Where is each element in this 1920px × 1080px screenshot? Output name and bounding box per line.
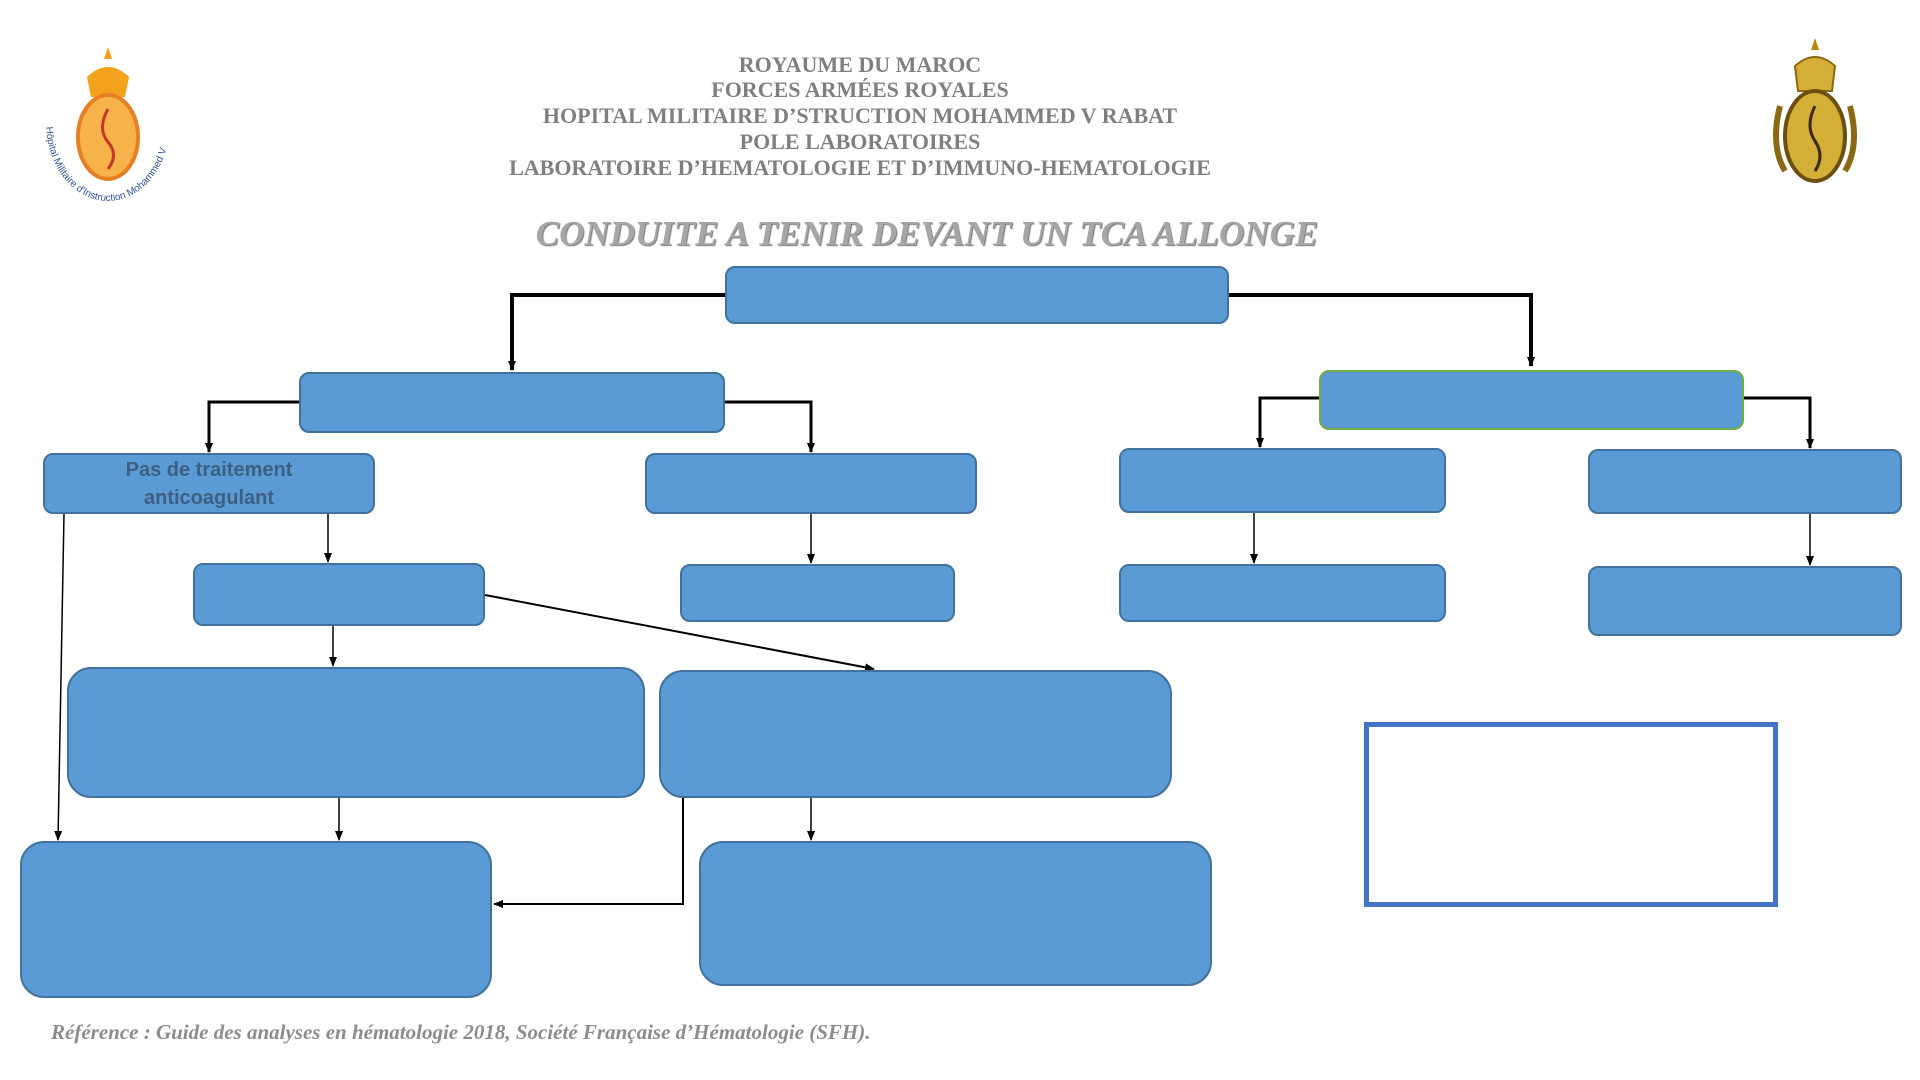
level5-l-box: [699, 841, 1212, 986]
level3-h-box: [1588, 566, 1902, 636]
connector-a-k: [54, 513, 65, 841]
header-line-4: POLE LABORATOIRES: [739, 129, 981, 154]
connector-l-b: [725, 400, 815, 453]
root-box: [725, 266, 1229, 324]
connector-r-d: [1744, 396, 1814, 449]
header-line-2: FORCES ARMÉES ROYALES: [711, 77, 1009, 102]
royal-emblem-right: [1773, 38, 1857, 183]
right-branch-box: [1319, 370, 1744, 430]
level3-e-box: [193, 563, 485, 626]
note-box: [1364, 722, 1778, 907]
left-branch-child-box: [645, 453, 977, 514]
header-line-5: LABORATOIRE D’HEMATOLOGIE ET D’IMMUNO-HE…: [509, 155, 1211, 180]
reference-text: Référence : Guide des analyses en hémato…: [51, 1020, 871, 1044]
connector-r-c: [1256, 396, 1319, 448]
connector-root-right: [1229, 293, 1535, 367]
header-line-1: ROYAUME DU MAROC: [738, 52, 982, 77]
header-line-3: HOPITAL MILITAIRE D’STRUCTION MOHAMMED V…: [542, 103, 1178, 128]
hospital-logo-left: Hôpital Militaire d'Instruction Mohammed…: [43, 47, 169, 204]
level5-k-box: [20, 841, 492, 998]
connector-l-a: [205, 400, 299, 453]
page-title: CONDUITE A TENIR DEVANT UN TCA ALLONGE: [535, 214, 1319, 253]
level3-g-box: [1119, 564, 1446, 622]
right-branch-child-c-box: [1119, 448, 1446, 513]
level4-j-box: [659, 670, 1172, 798]
level3-f-box: [680, 564, 955, 622]
no-anticoagulant-label: Pas de traitement anticoagulant: [125, 458, 293, 509]
connector-j-k: [493, 798, 684, 908]
connector-root-left: [508, 293, 725, 371]
connector-e-j: [484, 594, 875, 672]
no-anticoagulant-box: Pas de traitement anticoagulant: [43, 453, 375, 514]
right-branch-child-d-box: [1588, 449, 1902, 514]
level4-i-box: [67, 667, 645, 798]
left-branch-box: [299, 372, 725, 433]
